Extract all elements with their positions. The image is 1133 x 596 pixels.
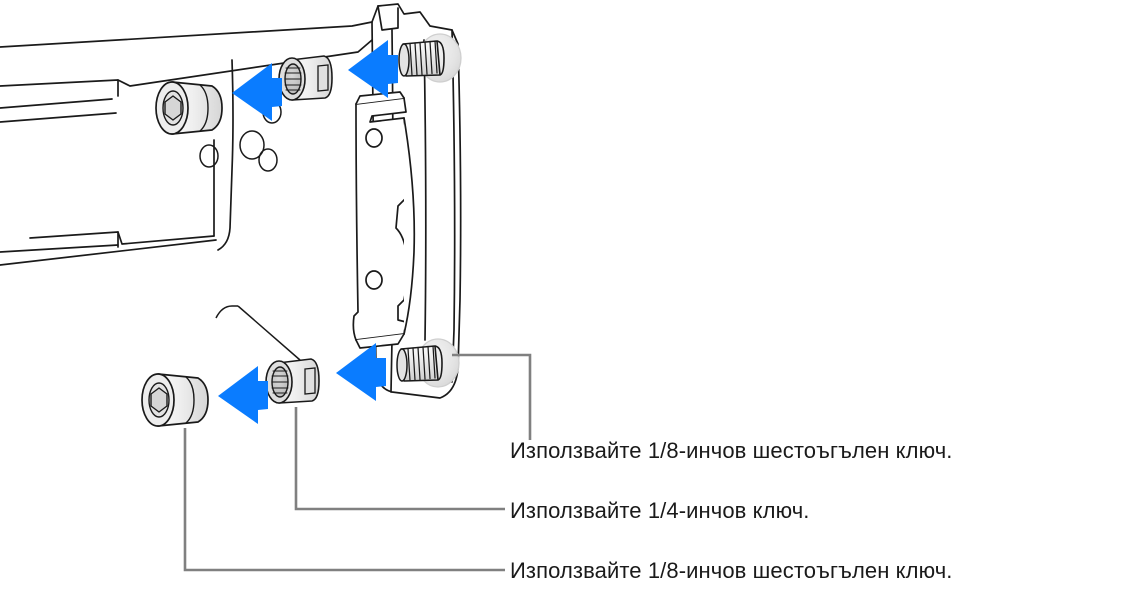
leader-line-screw — [183, 428, 505, 572]
screw-top — [155, 81, 223, 135]
nut-bottom — [265, 358, 320, 404]
bracket-guide-line-2 — [237, 305, 301, 361]
callout-text-nut: Използвайте 1/4-инчов ключ. — [510, 498, 810, 523]
arrow-top-left — [232, 63, 282, 121]
bracket-inner-channel — [352, 91, 416, 349]
bracket-guide-line — [215, 305, 238, 319]
assembly-arrows — [218, 40, 398, 424]
nut-top — [278, 55, 333, 101]
callout-text-upper-stud: Използвайте 1/8-инчов шестоъгълен ключ. — [510, 438, 953, 463]
arrow-bottom-left — [218, 366, 268, 424]
leader-line-upper-stud — [452, 353, 532, 440]
callout-text-screw: Използвайте 1/8-инчов шестоъгълен ключ. — [510, 558, 953, 583]
screw-bottom — [141, 373, 209, 427]
leader-line-nut — [294, 407, 505, 511]
stud-top — [398, 33, 462, 83]
callout-leader-lines — [183, 353, 532, 572]
arrow-bottom-right — [336, 343, 386, 401]
rail-assembly — [0, 21, 373, 266]
arrow-top-right — [348, 40, 398, 98]
stud-bottom — [396, 338, 460, 388]
